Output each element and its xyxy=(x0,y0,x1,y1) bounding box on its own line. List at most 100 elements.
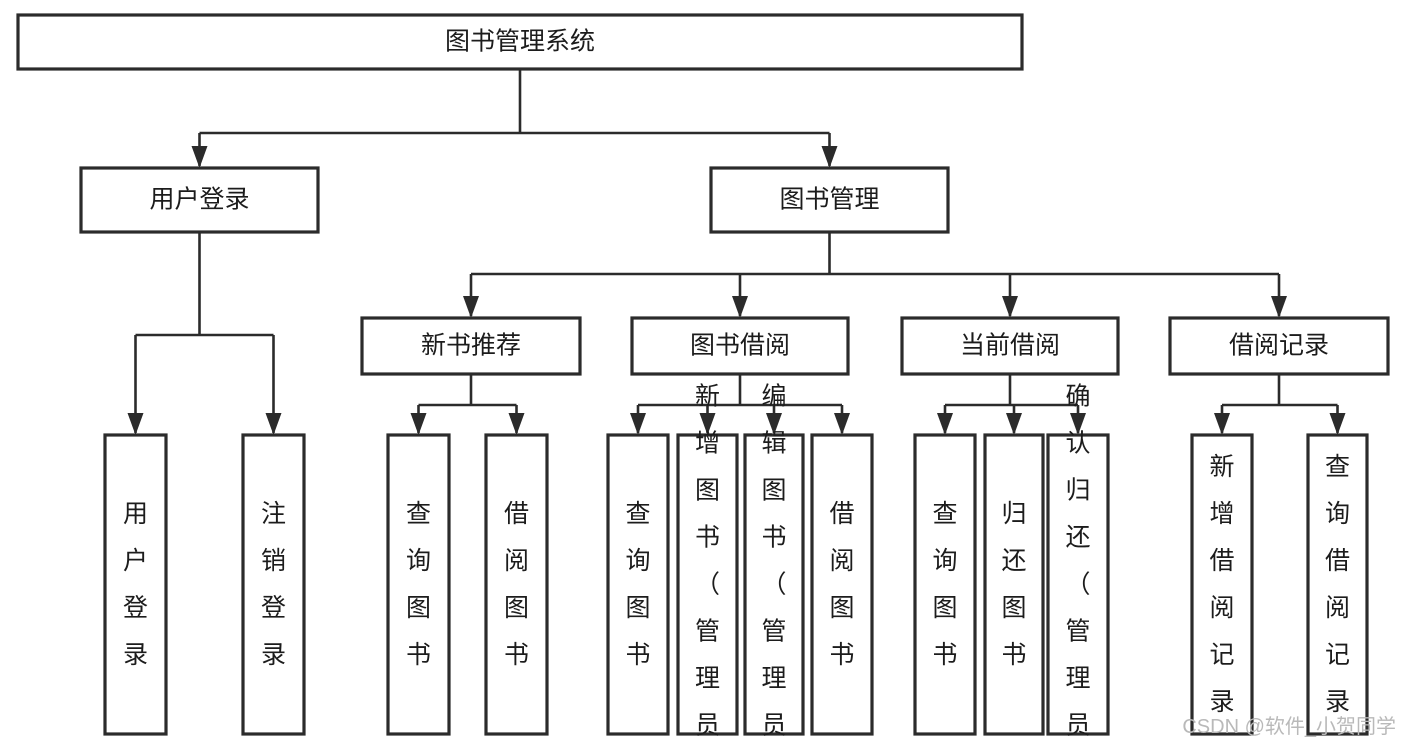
node-box-borrow-borrow-book xyxy=(810,433,874,736)
node-label-borrow-records: 借阅记录 xyxy=(1229,332,1329,360)
node-label-char: 借 xyxy=(504,500,529,528)
node-label-char: 录 xyxy=(261,641,286,669)
node-label-char: 询 xyxy=(932,547,957,575)
node-label-book-management: 图书管理 xyxy=(779,186,879,214)
node-book-borrow[interactable]: 图书借阅 xyxy=(630,316,850,376)
node-label-char: （ xyxy=(695,571,720,599)
node-box-recommend-borrow-book xyxy=(484,433,549,736)
node-box-user-logout-leaf xyxy=(241,433,306,736)
node-box-current-confirm-return xyxy=(1046,433,1110,736)
arrow-head-icon xyxy=(766,413,782,435)
node-box-current-borrow xyxy=(900,316,1120,376)
node-current-borrow[interactable]: 当前借阅 xyxy=(900,316,1120,376)
node-label-char: 书 xyxy=(1001,641,1026,669)
node-label-char: 销 xyxy=(261,547,286,575)
node-box-recommend-query-book xyxy=(386,433,451,736)
arrow-head-icon xyxy=(410,413,427,435)
arrow-head-icon xyxy=(1329,413,1346,435)
node-recommend-query-book[interactable]: 查询图书查询图书 xyxy=(386,433,451,736)
node-label-char: 图 xyxy=(406,594,431,622)
node-records-add[interactable]: 新增借阅记录新增借阅记录 xyxy=(1190,433,1254,736)
node-box-current-return-book xyxy=(983,433,1045,736)
arrow-head-icon xyxy=(127,413,144,435)
node-box-new-book-recommend xyxy=(360,316,582,376)
node-records-query[interactable]: 查询借阅记录查询借阅记录 xyxy=(1306,433,1369,736)
node-label-char: 书 xyxy=(504,641,529,669)
node-label-char: 书 xyxy=(761,524,786,552)
arrow-head-icon xyxy=(630,413,646,435)
node-label-char: 图 xyxy=(504,594,529,622)
node-label-char: 记 xyxy=(1209,641,1234,669)
node-label-char: 记 xyxy=(1325,641,1350,669)
node-label-current-borrow: 当前借阅 xyxy=(960,332,1060,360)
node-borrow-records[interactable]: 借阅记录 xyxy=(1168,316,1390,376)
node-label-char: 归 xyxy=(1065,477,1090,505)
node-label-root: 图书管理系统 xyxy=(445,28,595,56)
node-label-new-book-recommend: 新书推荐 xyxy=(421,332,521,360)
arrow-head-icon xyxy=(834,413,850,435)
node-borrow-borrow-book[interactable]: 借阅图书借阅图书 xyxy=(810,433,874,736)
arrow-head-icon xyxy=(732,296,748,318)
node-book-management[interactable]: 图书管理 xyxy=(709,166,950,234)
node-label-char: 增 xyxy=(695,430,720,458)
node-label-char: 询 xyxy=(625,547,650,575)
node-label-char: 用 xyxy=(123,500,148,528)
node-new-book-recommend[interactable]: 新书推荐 xyxy=(360,316,582,376)
arrow-head-icon xyxy=(1002,296,1018,318)
node-label-char: 查 xyxy=(932,500,957,528)
node-label-char: 员 xyxy=(695,712,720,740)
node-borrow-query-book[interactable]: 查询图书查询图书 xyxy=(606,433,670,736)
node-label-char: 员 xyxy=(761,712,786,740)
node-label-char: 借 xyxy=(1325,547,1350,575)
node-label-char: 询 xyxy=(1325,500,1350,528)
node-label-char: 理 xyxy=(1065,665,1090,693)
node-label-user-login: 用户登录 xyxy=(149,186,249,214)
node-root[interactable]: 图书管理系统 xyxy=(16,13,1024,71)
arrow-head-icon xyxy=(699,413,716,435)
node-label-char: 图 xyxy=(761,477,786,505)
node-label-char: 新 xyxy=(695,383,720,411)
arrow-head-icon xyxy=(1271,296,1287,318)
arrow-head-icon xyxy=(937,413,953,435)
node-label-char: 借 xyxy=(829,500,854,528)
node-user-login[interactable]: 用户登录 xyxy=(79,166,320,234)
node-current-return-book[interactable]: 归还图书归还图书 xyxy=(983,433,1045,736)
node-box-borrow-records xyxy=(1168,316,1390,376)
node-label-char: 书 xyxy=(625,641,650,669)
node-label-char: 查 xyxy=(625,500,650,528)
node-label-char: 书 xyxy=(829,641,854,669)
arrow-head-icon xyxy=(1070,413,1086,435)
node-label-char: 增 xyxy=(1209,500,1234,528)
node-label-char: 录 xyxy=(123,641,148,669)
node-label-char: （ xyxy=(761,571,786,599)
node-label-char: 图 xyxy=(829,594,854,622)
node-label-char: 登 xyxy=(123,594,148,622)
node-recommend-borrow-book[interactable]: 借阅图书借阅图书 xyxy=(484,433,549,736)
node-user-logout-leaf[interactable]: 注销登录注销登录 xyxy=(241,433,306,736)
node-label-char: 询 xyxy=(406,547,431,575)
node-label-char: 管 xyxy=(695,618,720,646)
node-box-records-query xyxy=(1306,433,1369,736)
node-label-char: 理 xyxy=(761,665,786,693)
csdn-watermark: CSDN @软件_小贺同学 xyxy=(1182,715,1396,738)
arrow-head-icon xyxy=(821,146,838,168)
node-box-borrow-query-book xyxy=(606,433,670,736)
node-label-char: 录 xyxy=(1209,688,1234,716)
node-label-char: 户 xyxy=(123,547,148,575)
node-label-char: 注 xyxy=(261,500,286,528)
node-label-char: 图 xyxy=(932,594,957,622)
node-current-query-book[interactable]: 查询图书查询图书 xyxy=(913,433,977,736)
arrow-head-icon xyxy=(265,413,282,435)
arrow-head-icon xyxy=(463,296,479,318)
arrow-head-icon xyxy=(191,146,208,168)
node-box-current-query-book xyxy=(913,433,977,736)
node-label-char: （ xyxy=(1065,571,1090,599)
node-user-login-leaf[interactable]: 用户登录用户登录 xyxy=(103,433,168,736)
node-label-char: 阅 xyxy=(1209,594,1234,622)
node-label-char: 图 xyxy=(625,594,650,622)
